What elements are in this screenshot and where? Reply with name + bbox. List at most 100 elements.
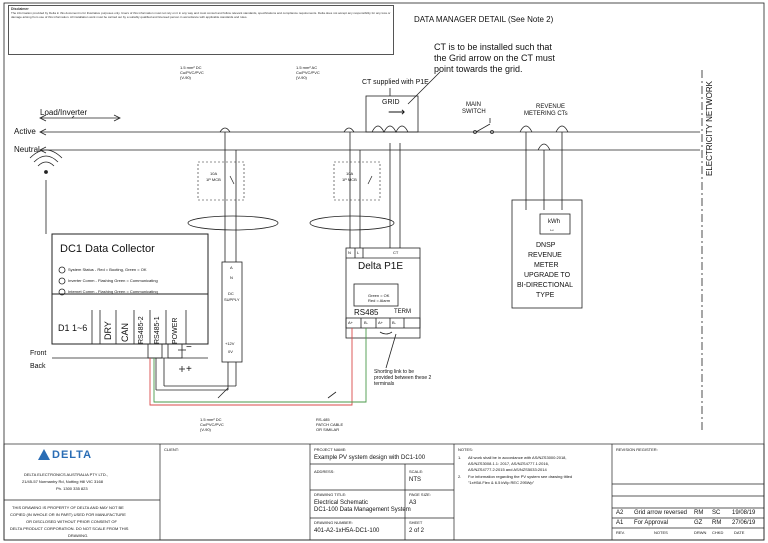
client-label: CLIENT:: [164, 447, 179, 452]
load-label: Load/Inverter: [40, 108, 88, 117]
ct-grid-label: GRID: [382, 99, 400, 106]
dc-supply-12v: +12V: [225, 341, 235, 346]
dc1-port-can: CAN: [120, 322, 130, 342]
back-label: Back: [30, 363, 46, 370]
revision-register-label: REVISION REGISTER:: [616, 447, 658, 452]
neutral-label: Neutral: [14, 145, 40, 154]
rev-row-1-rev: A2: [616, 510, 624, 516]
note-2-line-a: For information regarding the PV system …: [468, 474, 573, 479]
cable-1-label-a: 1.5 mm² DC: [180, 65, 202, 70]
ct-supplied-label: CT supplied with P1E: [362, 79, 429, 86]
rev-header-chkd: CHKD: [712, 530, 724, 535]
dc1-led-1: System Status - Red = Booting, Green = O…: [68, 267, 147, 272]
drawing-number: 401-A2-1xH5A-DC1-100: [314, 528, 380, 534]
cable-3-label-a: 1.5 mm² DC: [200, 417, 222, 422]
meter-arrows-icon: ↔: [549, 227, 555, 233]
mcb-right-rating: 10A: [346, 171, 354, 176]
ct-note-line1: CT is to be installed such that: [434, 42, 552, 52]
ct-arrow-icon: ⟶: [388, 105, 406, 119]
p1e-a-plus-1: A+: [348, 320, 354, 325]
dc1-port-rs485-1: RS485-1: [154, 316, 161, 344]
mcb-right-type: 1P MCB: [342, 177, 357, 182]
dc1-port-d: D1 1~6: [58, 323, 88, 333]
shorting-note-2: provided between these 2: [374, 375, 432, 381]
delta-logo: DELTA: [52, 449, 93, 461]
p1e-rs485-label: RS485: [354, 308, 379, 317]
drawing-title-label: DRAWING TITLE:: [314, 492, 347, 497]
rev-row-2-chkd: RM: [712, 520, 722, 526]
rev-row-1-drwn: RM: [694, 510, 704, 516]
rev-header-drwn: DRWN: [694, 530, 707, 535]
cable-2-label-c: (V-90): [296, 75, 307, 80]
rev-row-2-drwn: GZ: [694, 520, 703, 526]
main-switch-label-2: SWITCH: [462, 109, 486, 115]
cable-3-label-b: Cu/PVC/PVC: [200, 422, 224, 427]
scale-value: NTS: [409, 477, 421, 483]
rev-header-date: DATE: [734, 530, 745, 535]
rs485-cable-label-b: PATCH CABLE: [316, 422, 344, 427]
sheet-label: SHEET: [409, 520, 423, 525]
dc1-led-3: Internet Comm - Flashing Green = Communi…: [68, 289, 158, 294]
note-2-number: 2.: [458, 474, 462, 479]
rev-row-2-desc: For Approval: [634, 520, 669, 526]
p1e-status-2: Red = Alarm: [368, 298, 391, 303]
company-address: 21/45-57 Normanby Rd, Notting Hill VIC 3…: [22, 479, 103, 484]
p1e-a-plus-2: A+: [378, 320, 384, 325]
meter-label-5: BI-DIRECTIONAL: [517, 282, 574, 289]
project-name: Example PV system design with DC1-100: [314, 455, 426, 461]
note-2-line-b: "1xH5A Flex & 6.5 kWp REC 295Wp": [468, 480, 535, 485]
page-size-value: A3: [409, 500, 417, 506]
meter-label-4: UPGRADE TO: [524, 272, 571, 279]
rs485-cable-label-c: OR SIMILAR: [316, 427, 340, 432]
front-label: Front: [30, 350, 47, 357]
note-1-line-b: AS/NZS3008.1.1: 2017, AS/NZS4777.1:2016,: [468, 461, 549, 466]
cable-2-label-a: 1.5 mm² AC: [296, 65, 318, 70]
legal-line-5: DRAWING.: [68, 533, 89, 538]
note-1-line-c: AS/NZS4777.2:2015 and AS/NZS5033:2014: [468, 467, 547, 472]
p1e-status-1: Green = OK: [368, 293, 390, 298]
address-label: ADDRESS:: [314, 469, 335, 474]
note-1-number: 1.: [458, 455, 462, 460]
mcb-left-rating: 10A: [210, 171, 218, 176]
note-1-line-a: All work shall be in accordance with AS/…: [468, 455, 567, 460]
drawing-number-label: DRAWING NUMBER:: [314, 520, 353, 525]
sheet-value: 2 of 2: [409, 528, 425, 534]
ct-note-line3: point towards the grid.: [434, 64, 523, 74]
dc-supply-0v: 0V: [228, 349, 233, 354]
disclaimer-heading: Disclaimer: [11, 7, 29, 11]
cable-3-label-c: (V-90): [200, 427, 211, 432]
revenue-label-2: METERING CTs: [524, 111, 568, 117]
p1e-term-label: TERM: [394, 309, 411, 315]
page-size-label: PAGE SIZE:: [409, 492, 431, 497]
scale-label: SCALE:: [409, 469, 424, 474]
meter-label-1: DNSP: [536, 242, 556, 249]
dc-supply-label-1: DC: [228, 291, 234, 296]
rev-header-notes: NOTES: [654, 530, 668, 535]
meter-label-3: METER: [534, 262, 559, 269]
p1e-n-terminal: N: [348, 250, 351, 255]
revenue-label-1: REVENUE: [536, 104, 566, 110]
drawing-title-1: Electrical Schematic: [314, 500, 369, 506]
meter-label-6: TYPE: [536, 292, 555, 299]
disclaimer-box: Disclaimer The information provided by D…: [8, 5, 394, 55]
dc1-port-dry: DRY: [103, 321, 113, 340]
p1e-ct-terminal: CT: [393, 250, 399, 255]
network-label: ELECTRICITY NETWORK: [705, 81, 714, 176]
dc-supply-a: A: [230, 265, 233, 270]
drawing-title-2: DC1-100 Data Management System: [314, 507, 411, 513]
rev-row-1-chkd: SC: [712, 510, 721, 516]
p1e-l-terminal: L: [357, 250, 360, 255]
notes-label: NOTES:: [458, 447, 473, 452]
company-name: DELTA ELECTRONICS AUSTRALIA PTY LTD.,: [24, 472, 108, 477]
rev-row-1-desc: Grid arrow reversed: [634, 510, 688, 516]
dc-supply-n: N: [230, 275, 233, 280]
legal-line-3: OR DISCLOSED WITHOUT PRIOR CONSENT OF: [26, 519, 117, 524]
cable-1-label-b: Cu/PVC/PVC: [180, 70, 204, 75]
dc1-port-rs485-2: RS485-2: [138, 316, 145, 344]
legal-line-4: DELTA PRODUCT CORPORATION. DO NOT SCALE …: [10, 526, 129, 531]
shorting-note-3: terminals: [374, 381, 395, 387]
minus-label: −: [186, 342, 192, 353]
p1e-b-minus-2: B-: [392, 320, 396, 325]
